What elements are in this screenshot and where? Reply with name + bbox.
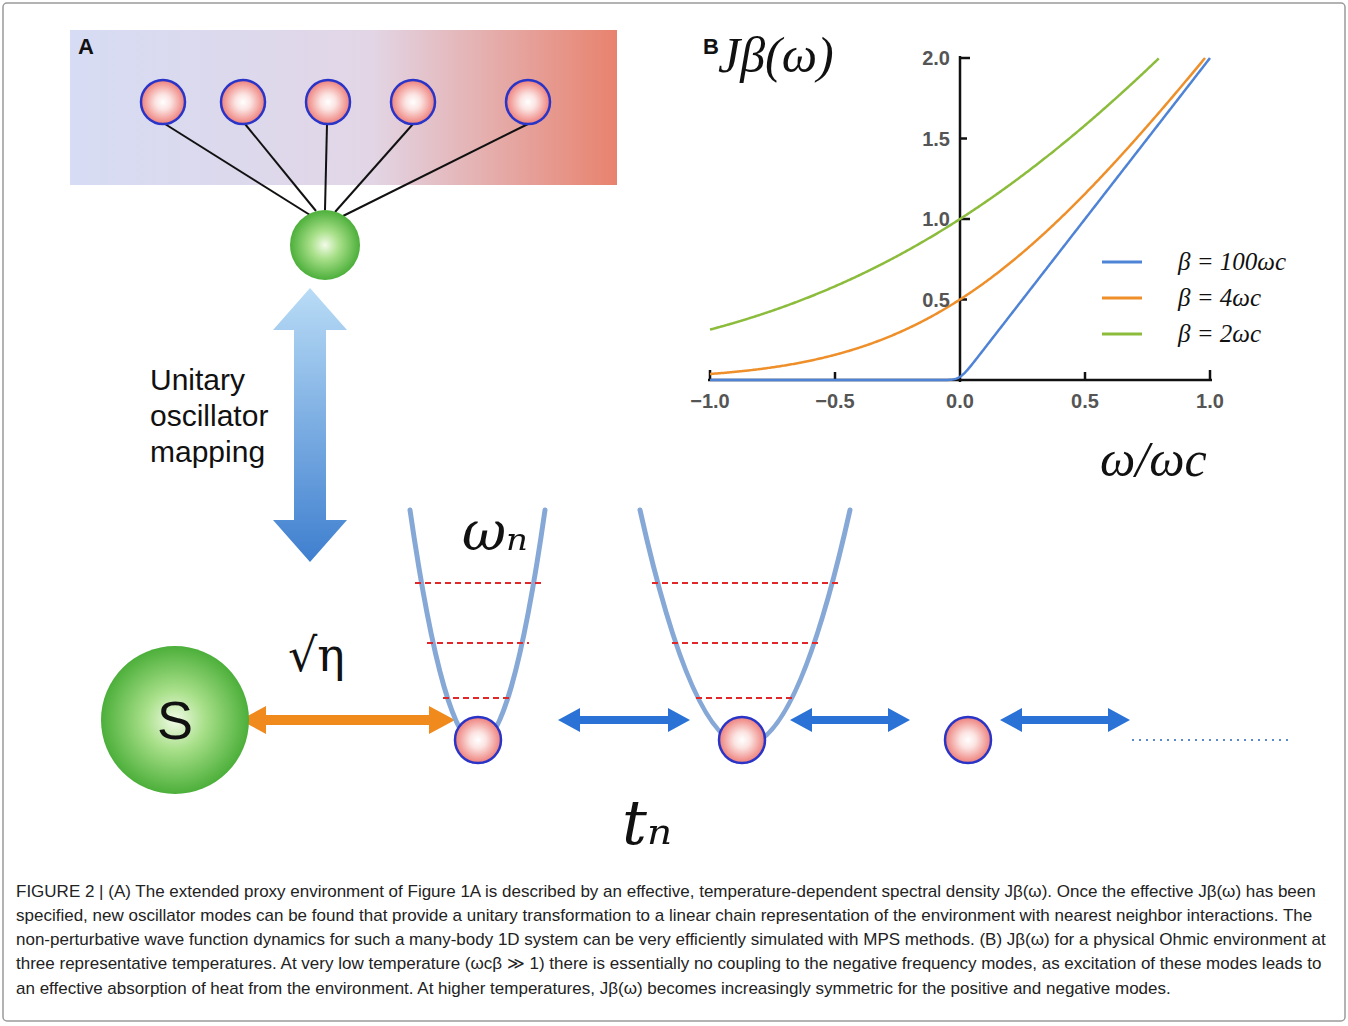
legend-text: β = 100ωc xyxy=(1178,248,1286,276)
tick-label: 0.0 xyxy=(946,390,974,413)
tick-label: 0.5 xyxy=(1071,390,1099,413)
chain-hopping-arrows xyxy=(558,708,1130,732)
legend-text: β = 4ωc xyxy=(1178,284,1261,312)
bath-modes xyxy=(141,80,550,124)
frequency-label: ωₙ xyxy=(462,500,528,563)
figure-frame xyxy=(3,3,1345,1021)
chart-axes xyxy=(708,56,1212,382)
chart-curves xyxy=(710,58,1210,380)
spectral-curve xyxy=(710,58,1159,329)
hopping-label: tₙ xyxy=(622,786,672,859)
chain-modes xyxy=(455,717,991,763)
energy-levels xyxy=(415,583,838,738)
system-circle: S xyxy=(100,645,250,795)
panel-letter: B xyxy=(703,34,719,60)
tick-label: −0.5 xyxy=(815,390,854,413)
panel-letter: A xyxy=(78,34,94,60)
legend-sample xyxy=(1102,297,1142,300)
axis-title: Jβ(ω) xyxy=(718,26,834,84)
spectral-curve xyxy=(710,58,1205,374)
legend-text: β = 2ωc xyxy=(1178,320,1261,348)
legend-sample xyxy=(1102,333,1142,336)
bath-band xyxy=(70,30,617,185)
mapping-arrow xyxy=(273,288,347,562)
chain-continuation xyxy=(1132,739,1292,741)
system-coupling-arrow xyxy=(240,706,455,734)
coupling-lines xyxy=(165,124,528,216)
tick-label: −1.0 xyxy=(690,390,729,413)
tick-label: 1.0 xyxy=(922,208,950,231)
tick-label: 0.5 xyxy=(922,288,950,311)
mapping-label: Unitary oscillator mapping xyxy=(150,362,300,470)
spectral-curve xyxy=(710,58,1210,380)
coupling-label: √η xyxy=(288,628,345,682)
legend-lines xyxy=(1102,262,1142,334)
tick-label: 1.5 xyxy=(922,127,950,150)
tick-label: 2.0 xyxy=(922,47,950,70)
system-circle-small xyxy=(290,210,360,280)
tick-label: 1.0 xyxy=(1196,390,1224,413)
axis-title: ω/ωc xyxy=(1100,430,1207,488)
figure-caption: FIGURE 2 | (A) The extended proxy enviro… xyxy=(16,880,1332,1001)
legend-sample xyxy=(1102,261,1142,264)
node-label: S xyxy=(100,645,250,795)
